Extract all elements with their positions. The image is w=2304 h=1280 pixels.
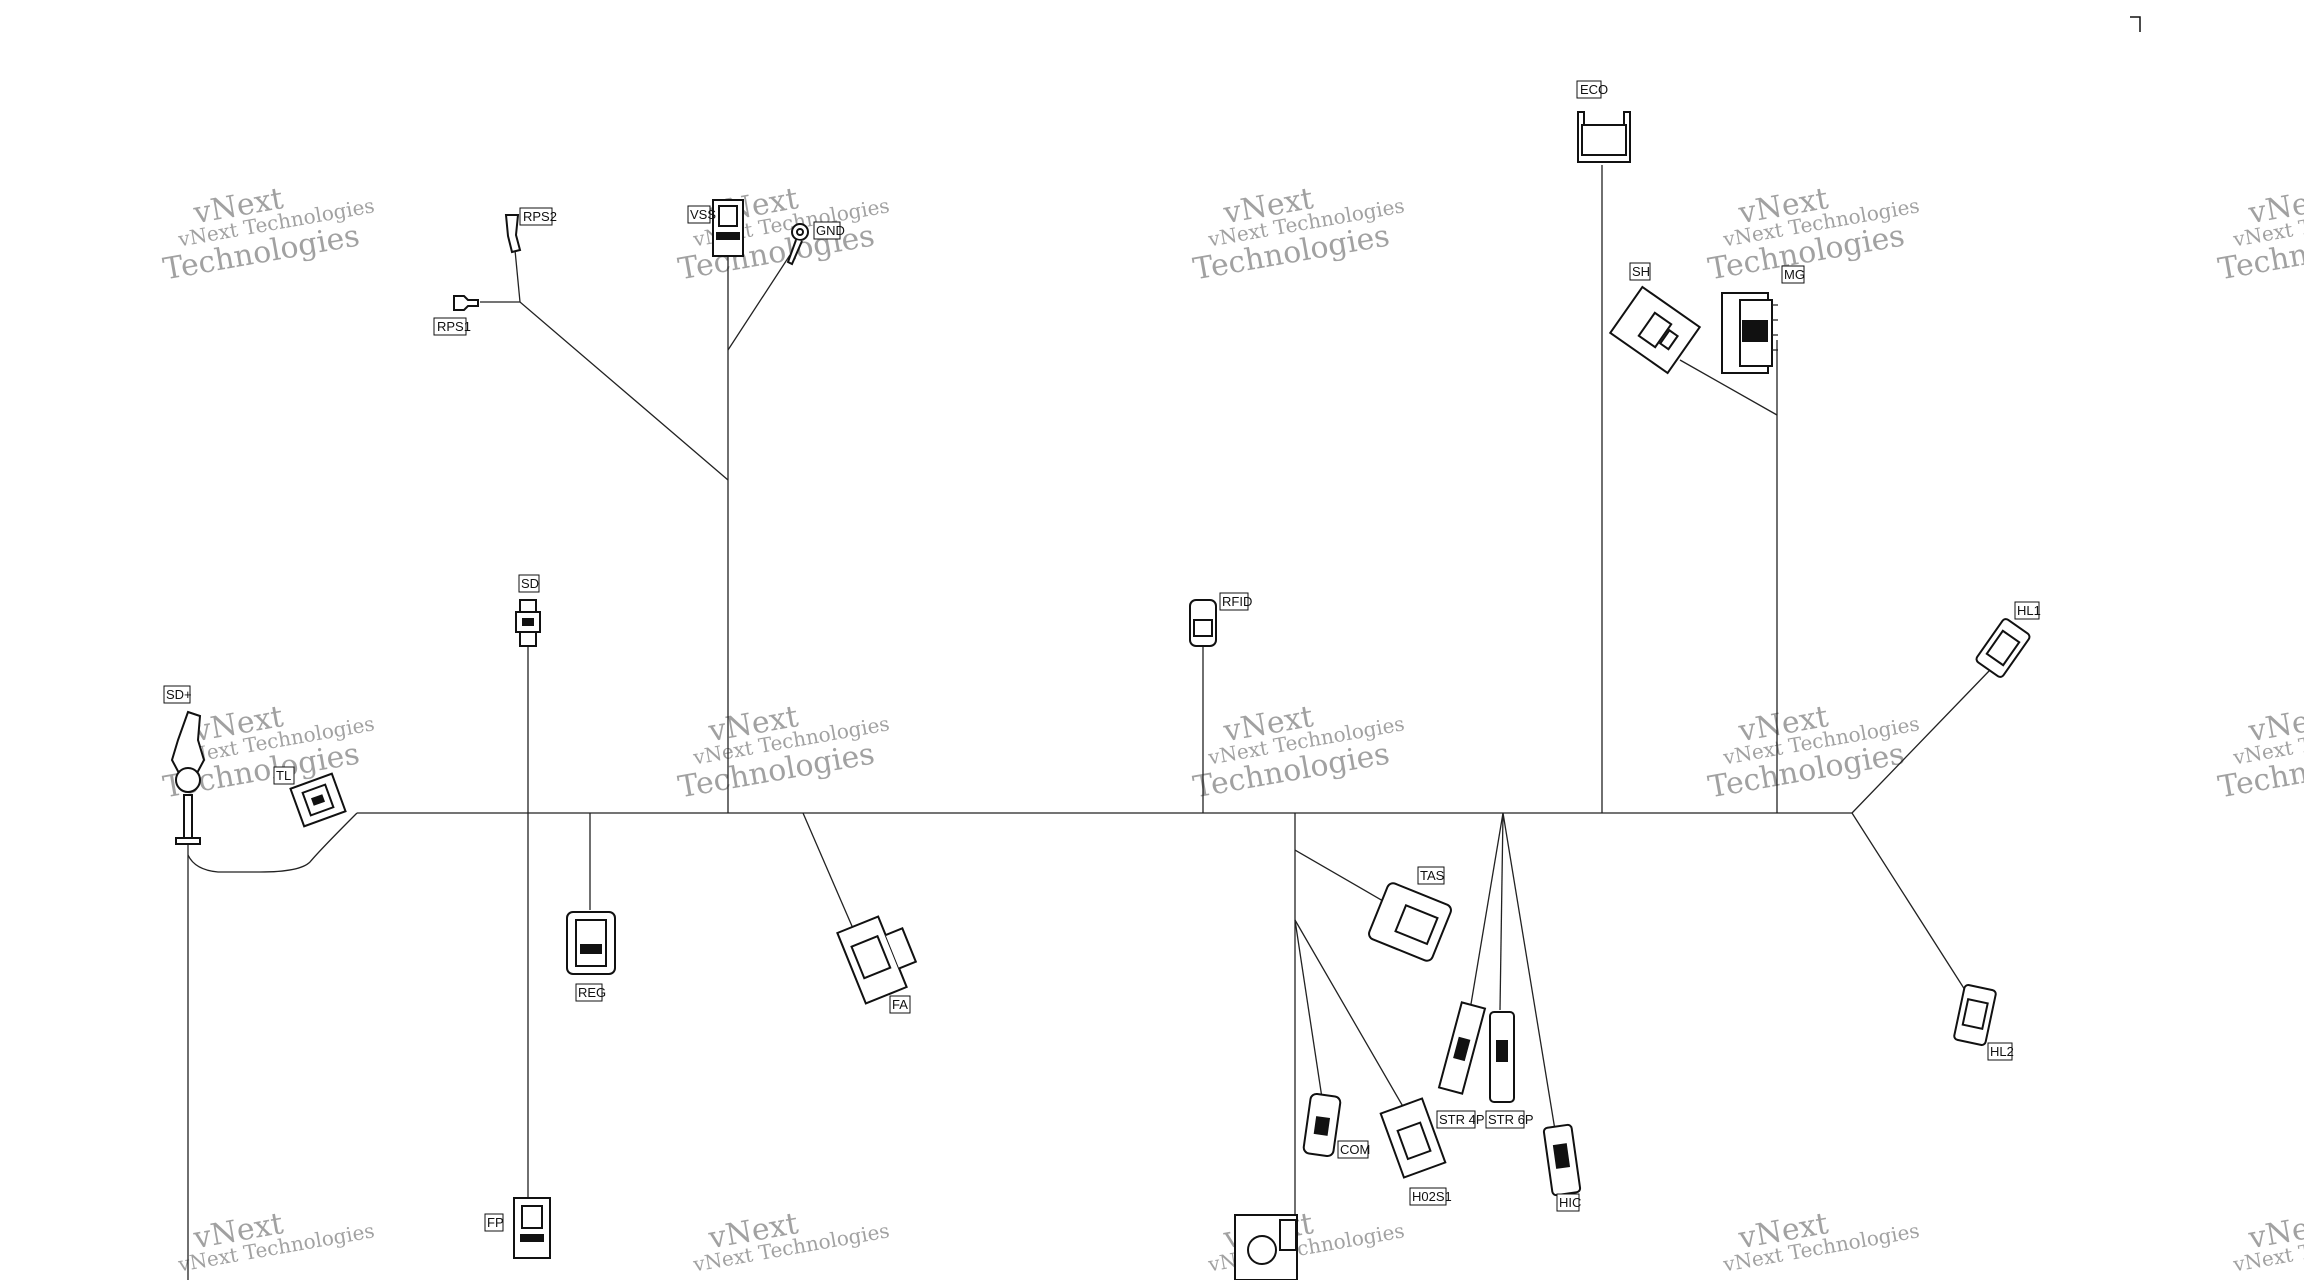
watermark: vNext vNext Technologies	[1720, 1206, 1921, 1276]
connector-fp	[513, 1197, 551, 1259]
connector-rps2	[504, 214, 522, 254]
connector-mg	[1721, 292, 1778, 374]
tas-wire	[1294, 849, 1391, 906]
svg-text:SD: SD	[521, 576, 539, 591]
label-eco: ECO	[1576, 80, 1608, 99]
svg-text:SD+: SD+	[166, 687, 192, 702]
label-hl1: HL1	[2014, 601, 2041, 620]
svg-text:HIC: HIC	[1559, 1195, 1581, 1210]
label-fa: FA	[889, 995, 911, 1014]
connector-rps1	[453, 295, 479, 311]
svg-text:RPS2: RPS2	[523, 209, 557, 224]
watermark: vNext vNext Technologies Technologies	[161, 181, 377, 287]
label-rps1: RPS1	[433, 317, 471, 336]
hic-wire	[1502, 812, 1556, 1131]
connector-ho2s1	[1379, 1097, 1447, 1179]
connector-reg	[566, 911, 616, 975]
watermark: vNext vNext Technologies Technologies	[1191, 699, 1407, 805]
svg-text:VSS: VSS	[690, 207, 716, 222]
gnd-wire	[727, 254, 791, 351]
watermark: vNext vNext Technologies	[1205, 1206, 1406, 1276]
label-fp: FP	[484, 1213, 504, 1232]
watermark: vNext vNext Technologies Technologies	[1706, 699, 1922, 805]
label-sd-plus: SD+	[163, 685, 192, 704]
connector-str4p	[1437, 1001, 1487, 1095]
connector-bottom	[1234, 1214, 1298, 1280]
wire-group	[187, 165, 1991, 1280]
watermark: vNext vNext Technologies Technologies	[2216, 181, 2304, 287]
svg-text:TL: TL	[276, 768, 291, 783]
watermark: vNext vNext Technologies Technologies	[1191, 181, 1407, 287]
svg-text:MG: MG	[1784, 267, 1805, 282]
label-sh: SH	[1629, 262, 1651, 281]
left-trunk-curve	[187, 812, 358, 873]
watermark: vNext vNext Technologies	[175, 1206, 376, 1276]
label-str4p: STR 4P	[1436, 1110, 1485, 1129]
label-tas: TAS	[1417, 866, 1445, 885]
fa-wire	[802, 812, 859, 941]
connector-hl1	[1975, 618, 2031, 678]
label-rps2: RPS2	[519, 207, 557, 226]
svg-text:GND: GND	[816, 223, 845, 238]
label-str6p: STR 6P	[1485, 1110, 1534, 1129]
svg-text:RPS1: RPS1	[437, 319, 471, 334]
rps2-wire	[514, 249, 521, 303]
hl1-wire	[1851, 669, 1991, 814]
watermark: vNext vNext Technologies Technologies	[676, 699, 892, 805]
str6p-wire	[1499, 812, 1504, 1011]
watermark: vNext vNext Technologies Technologies	[1706, 181, 1922, 287]
corner-mark	[2130, 16, 2141, 32]
connector-sd-plus	[170, 710, 206, 845]
label-vss: VSS	[687, 205, 716, 224]
label-ho2s1: H02S1	[1409, 1187, 1452, 1206]
svg-text:FA: FA	[892, 997, 908, 1012]
connector-hl2	[1953, 984, 1997, 1046]
hl2-wire	[1851, 812, 1966, 991]
label-tl: TL	[273, 766, 295, 785]
label-com: COM	[1337, 1140, 1370, 1159]
svg-text:HL1: HL1	[2017, 603, 2041, 618]
label-rfid: RFID	[1219, 592, 1252, 611]
watermark: vNext vNext Technologies Technologies	[676, 181, 892, 287]
connector-sh	[1608, 285, 1702, 375]
connector-tl	[289, 772, 347, 828]
svg-text:STR 6P: STR 6P	[1488, 1112, 1534, 1127]
watermark-group: vNext vNext Technologies Technologies vN…	[161, 181, 2304, 1276]
watermark: vNext vNext Technologies	[2230, 1206, 2304, 1276]
svg-text:STR 4P: STR 4P	[1439, 1112, 1485, 1127]
rps-wire	[480, 301, 729, 481]
label-gnd: GND	[813, 221, 845, 240]
watermark: vNext vNext Technologies	[690, 1206, 891, 1276]
svg-text:REG: REG	[578, 985, 606, 1000]
connector-vss	[712, 199, 744, 257]
svg-text:ECO: ECO	[1580, 82, 1608, 97]
connector-hic	[1542, 1123, 1582, 1197]
svg-text:RFID: RFID	[1222, 594, 1252, 609]
watermark: vNext vNext Technologies Technologies	[2216, 699, 2304, 805]
connector-rfid	[1189, 599, 1217, 647]
label-hl2: HL2	[1987, 1042, 2014, 1061]
ho2s1-wire	[1294, 919, 1406, 1111]
connector-sd	[515, 599, 541, 647]
label-hic: HIC	[1556, 1193, 1581, 1212]
connector-tas	[1368, 882, 1452, 962]
svg-text:H02S1: H02S1	[1412, 1189, 1452, 1204]
label-reg: REG	[575, 983, 606, 1002]
label-mg: MG	[1781, 265, 1805, 284]
str4p-wire	[1469, 812, 1504, 1011]
svg-text:SH: SH	[1632, 264, 1650, 279]
connector-eco	[1577, 111, 1631, 163]
svg-text:FP: FP	[487, 1215, 504, 1230]
sh-wire	[1679, 359, 1778, 416]
com-wire	[1294, 919, 1323, 1099]
svg-text:COM: COM	[1340, 1142, 1370, 1157]
connector-com	[1302, 1092, 1342, 1158]
svg-text:HL2: HL2	[1990, 1044, 2014, 1059]
connector-fa	[836, 915, 918, 1005]
connector-str6p	[1489, 1011, 1515, 1103]
connector-gnd	[786, 223, 809, 266]
svg-text:TAS: TAS	[1420, 868, 1445, 883]
label-sd: SD	[518, 574, 540, 593]
